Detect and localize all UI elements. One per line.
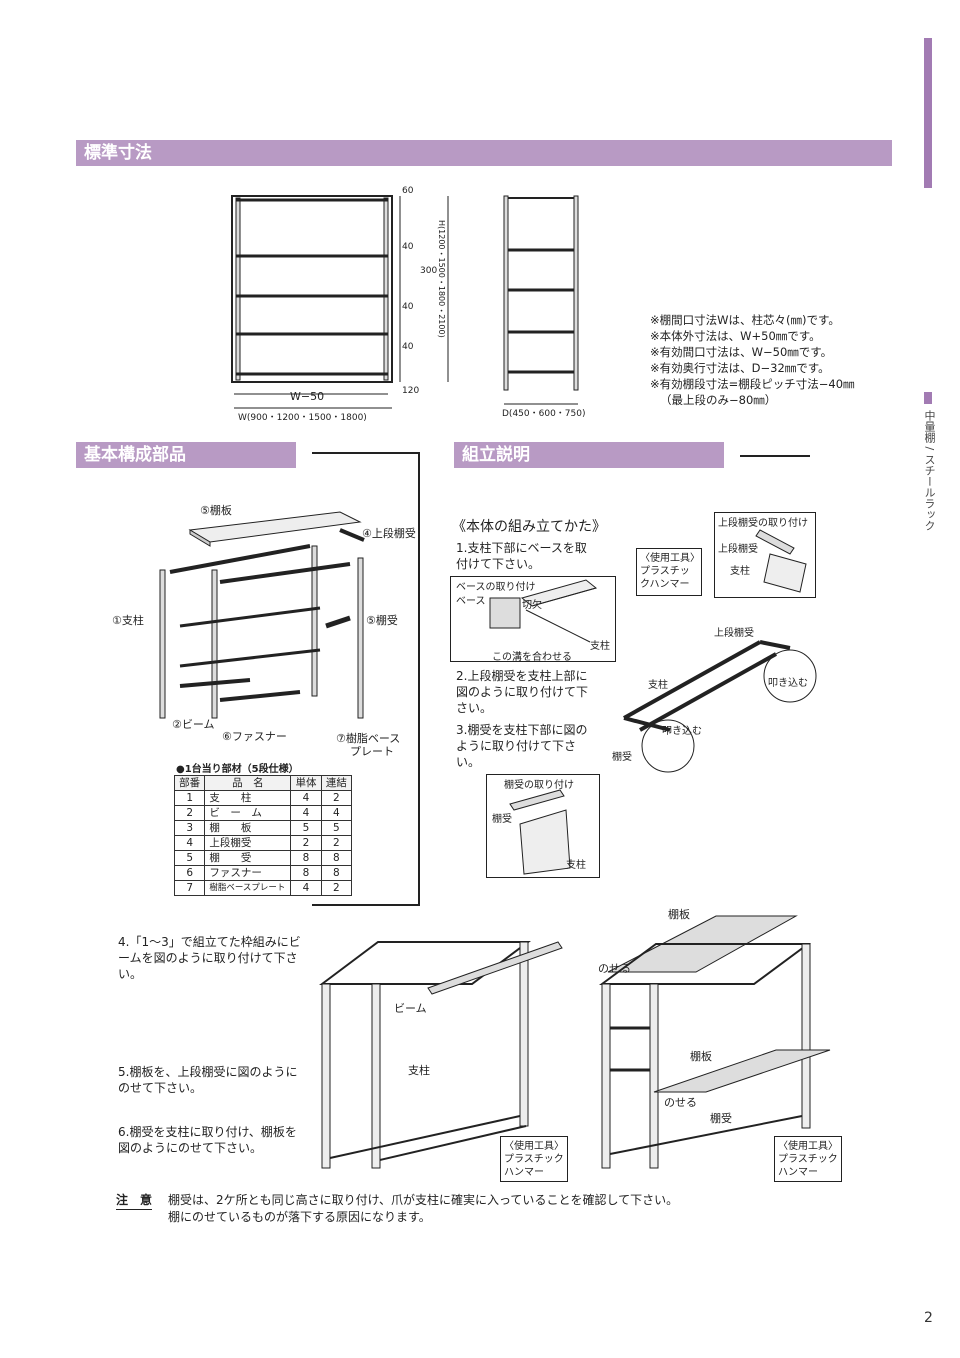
- caution-label: 注 意: [116, 1192, 153, 1210]
- assembly-title: 《本体の組み立てかた》: [452, 519, 606, 535]
- frame-post-label: 支柱: [648, 680, 668, 691]
- caution-line-1: 棚受は、2ケ所とも同じ高さに取り付け、爪が支柱に確実に入っていることを確認して下…: [168, 1193, 679, 1207]
- lower-step-6: 6.棚受を支柱に取り付け、棚板を図のようにのせて下さい。: [118, 1125, 297, 1155]
- holder-box-title: 棚受の取り付け: [504, 780, 574, 791]
- top-box-holder-label: 上段棚受: [718, 544, 758, 555]
- note-line: ※棚間口寸法Wは、柱芯々(㎜)です。: [650, 313, 840, 327]
- assembly-step-2: 2.上段棚受を支柱上部に図のように取り付けて下さい。: [456, 669, 589, 715]
- label-shelf: ⑤棚板: [200, 504, 232, 517]
- dim-h-3: 40: [402, 342, 414, 352]
- holder-attach-drawing: [509, 789, 571, 875]
- note-line: ※有効間口寸法は、W−50㎜です。: [650, 345, 833, 359]
- assembly-step-3: 3.棚受を支柱下部に図のように取り付けて下さい。: [456, 723, 588, 769]
- lower-place-label-1: のせる: [598, 962, 631, 975]
- dim-h-1: 40: [402, 242, 414, 252]
- page-number: 2: [924, 1310, 933, 1326]
- top-holder-drawing: [755, 529, 807, 593]
- base-label: ベース: [456, 596, 486, 607]
- parts-frame-border: [312, 452, 420, 906]
- beam-frame-drawing: [319, 941, 563, 1169]
- divider-line: [740, 455, 810, 457]
- side-view-drawing: [503, 195, 579, 405]
- holder-attach-box: [486, 774, 600, 878]
- top-holder-box: [714, 512, 816, 598]
- section-standard-dimensions: 標準寸法: [76, 140, 892, 166]
- frame-assembly-drawing: [623, 640, 817, 773]
- dim-h-4: 120: [402, 386, 420, 396]
- label-base: ⑦樹脂ベース: [336, 732, 401, 745]
- groove-label: この溝を合わせる: [492, 652, 572, 663]
- col-header: 部番: [173, 775, 206, 791]
- section-assembly: 組立説明: [454, 442, 724, 468]
- lower-beam-label: ビーム: [394, 1002, 427, 1015]
- label-base-2: プレート: [350, 745, 394, 758]
- lower-step-5: 5.棚板を、上段棚受に図のようにのせて下さい。: [118, 1065, 298, 1095]
- dim-w-list: W(900・1200・1500・1800): [238, 413, 367, 423]
- col-header: 連結: [320, 775, 353, 791]
- section-parts: 基本構成部品: [76, 442, 296, 468]
- base-attach-drawing: [489, 579, 598, 643]
- tool-label-2: 〈使用工具〉プラスチックハンマー: [504, 1141, 564, 1178]
- lower-holder-label: 棚受: [710, 1112, 732, 1125]
- note-line: ※本体外寸法は、W+50㎜です。: [650, 329, 821, 343]
- holder-box-holder-label: 棚受: [492, 814, 512, 825]
- label-top-holder: ④上段棚受: [362, 527, 416, 540]
- lower-place-label-2: のせる: [664, 1096, 697, 1109]
- caution-line-2: 棚にのせているものが落下する原因になります。: [168, 1210, 431, 1224]
- parts-exploded-drawing: [159, 511, 365, 719]
- parts-table-header: 部番 品 名 単体 連結: [173, 775, 353, 791]
- frame-holder-label: 棚受: [612, 752, 632, 763]
- tool-box-1: [636, 548, 702, 596]
- shelf-placement-drawing: [598, 915, 831, 1169]
- frame-top-holder-label: 上段棚受: [714, 628, 754, 639]
- dim-pitch: 300: [420, 266, 438, 276]
- lower-step-4: 4.「1〜3」で組立てた枠組みにビームを図のように取り付けて下さい。: [118, 935, 301, 981]
- frame-hammer-label-2: 叩き込む: [662, 726, 702, 737]
- label-holder: ⑤棚受: [366, 614, 398, 627]
- dim-h-0: 60: [402, 186, 414, 196]
- tool-box-2: [500, 1136, 568, 1182]
- dim-depth-list: D(450・600・750): [502, 409, 586, 419]
- top-box-post-label: 支柱: [730, 566, 750, 577]
- notch-label: 切欠: [522, 600, 542, 611]
- note-line: （最上段のみ−80㎜）: [660, 393, 777, 407]
- dim-h-2: 40: [402, 302, 414, 312]
- top-box-title: 上段棚受の取り付け: [718, 518, 808, 529]
- base-box-title: ベースの取り付け: [456, 582, 536, 593]
- tool-box-3: [774, 1136, 842, 1182]
- lower-shelf-label-2: 棚板: [690, 1050, 712, 1063]
- tool-label-1: 〈使用工具〉プラスチックハンマー: [640, 553, 695, 590]
- side-vertical-text: 中量棚 / スチールラック: [923, 410, 936, 531]
- note-line: ※有効棚段寸法=棚段ピッチ寸法−40㎜: [650, 377, 855, 391]
- tool-label-3: 〈使用工具〉プラスチックハンマー: [778, 1141, 838, 1178]
- assembly-step-1: 1.支柱下部にベースを取付けて下さい。: [456, 541, 587, 571]
- dimension-notes: ※棚間口寸法Wは、柱芯々(㎜)です。 ※本体外寸法は、W+50㎜です。 ※有効間…: [650, 312, 855, 408]
- col-header: 品 名: [204, 775, 292, 791]
- lower-post-label: 支柱: [408, 1064, 430, 1077]
- lower-shelf-label-1: 棚板: [668, 908, 690, 921]
- side-accent-mark: [924, 392, 932, 404]
- col-header: 単体: [290, 775, 322, 791]
- note-line: ※有効奥行寸法は、D−32㎜です。: [650, 361, 830, 375]
- dim-w-inner: W−50: [290, 390, 325, 403]
- dim-total-h: H(1200・1500・1800・2100): [437, 220, 446, 338]
- label-beam: ②ビーム: [172, 718, 215, 731]
- front-view-drawing: [231, 195, 449, 409]
- holder-box-post-label: 支柱: [566, 860, 586, 871]
- base-attach-box: [450, 576, 616, 662]
- frame-hammer-label-1: 叩き込む: [768, 678, 808, 689]
- parts-table-caption: ●1台当り部材（5段仕様）: [176, 764, 299, 775]
- post-label: 支柱: [590, 641, 610, 652]
- side-accent-bar: [924, 38, 932, 188]
- label-post: ①支柱: [112, 614, 144, 627]
- label-fastener: ⑥ファスナー: [222, 730, 287, 743]
